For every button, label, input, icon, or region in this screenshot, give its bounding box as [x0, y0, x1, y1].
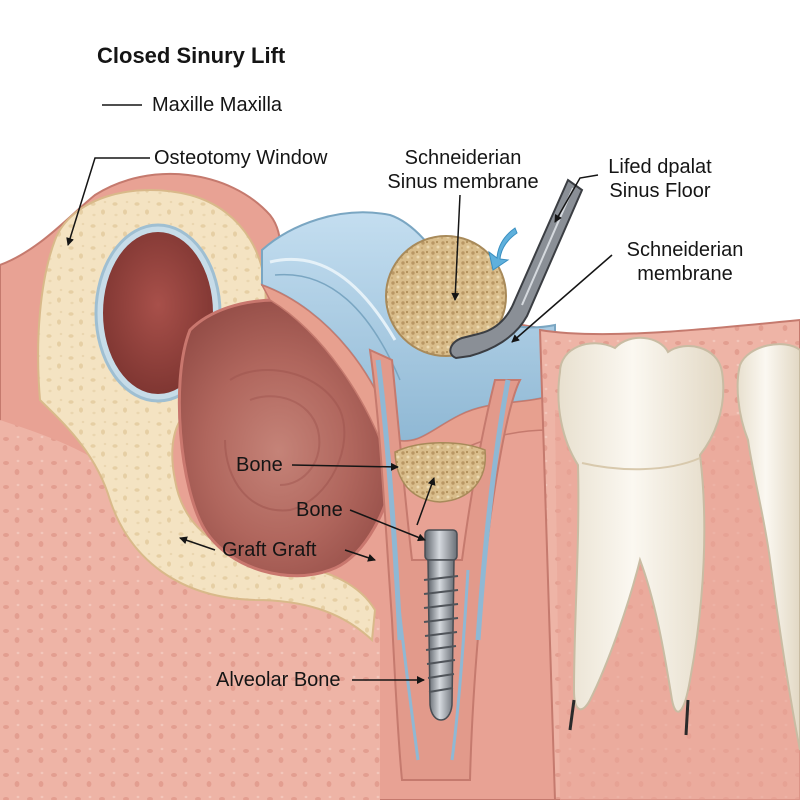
graft-left-leader — [179, 536, 216, 551]
graft-right-leader — [344, 549, 376, 562]
bone-upper-label: Bone — [236, 454, 283, 476]
alveolar-bone-label: Alveolar Bone — [216, 669, 341, 691]
maxilla-label: Maxille Maxilla — [152, 94, 283, 116]
second-tooth — [736, 343, 800, 751]
graft-label: Graft Graft — [222, 539, 317, 561]
bone-lower-leader — [349, 509, 426, 542]
bone-lower-label: Bone — [296, 499, 343, 521]
schneiderian-sinus-label-line1: Schneiderian — [404, 147, 522, 169]
schneiderian-membrane-leader — [511, 254, 613, 343]
schneiderian-membrane-label: Schneiderian membrane — [605, 238, 765, 286]
bone-graft-pocket — [394, 442, 487, 503]
diagram-title: Closed Sinury Lift — [97, 43, 286, 68]
dental-implant — [423, 529, 459, 721]
schneiderian-membrane-label-line2: membrane — [637, 263, 733, 285]
lifted-floor-label-line1: Lifed dpalat — [608, 156, 712, 178]
bone-upper-leader — [291, 462, 399, 471]
osteotomy-window-leader — [66, 157, 150, 246]
lift-direction-arrow — [488, 227, 518, 271]
alveolar-bone-region — [0, 420, 380, 800]
schneiderian-sinus-leader — [451, 194, 461, 301]
schneiderian-sinus-label: Schneiderian Sinus membrane — [368, 146, 558, 194]
molar-tooth — [557, 336, 725, 736]
schneiderian-sinus-label-line2: Sinus membrane — [387, 171, 539, 193]
schneiderian-membrane-label-line1: Schneiderian — [626, 239, 744, 261]
bone-graft-ball — [385, 235, 507, 357]
lifted-floor-label-line2: Sinus Floor — [609, 180, 711, 202]
lifted-floor-leader — [554, 174, 599, 223]
lifted-floor-label: Lifed dpalat Sinus Floor — [590, 155, 730, 203]
osteotomy-window-label: Osteotomy Window — [154, 147, 328, 169]
bone-vertical-leader — [416, 477, 436, 526]
